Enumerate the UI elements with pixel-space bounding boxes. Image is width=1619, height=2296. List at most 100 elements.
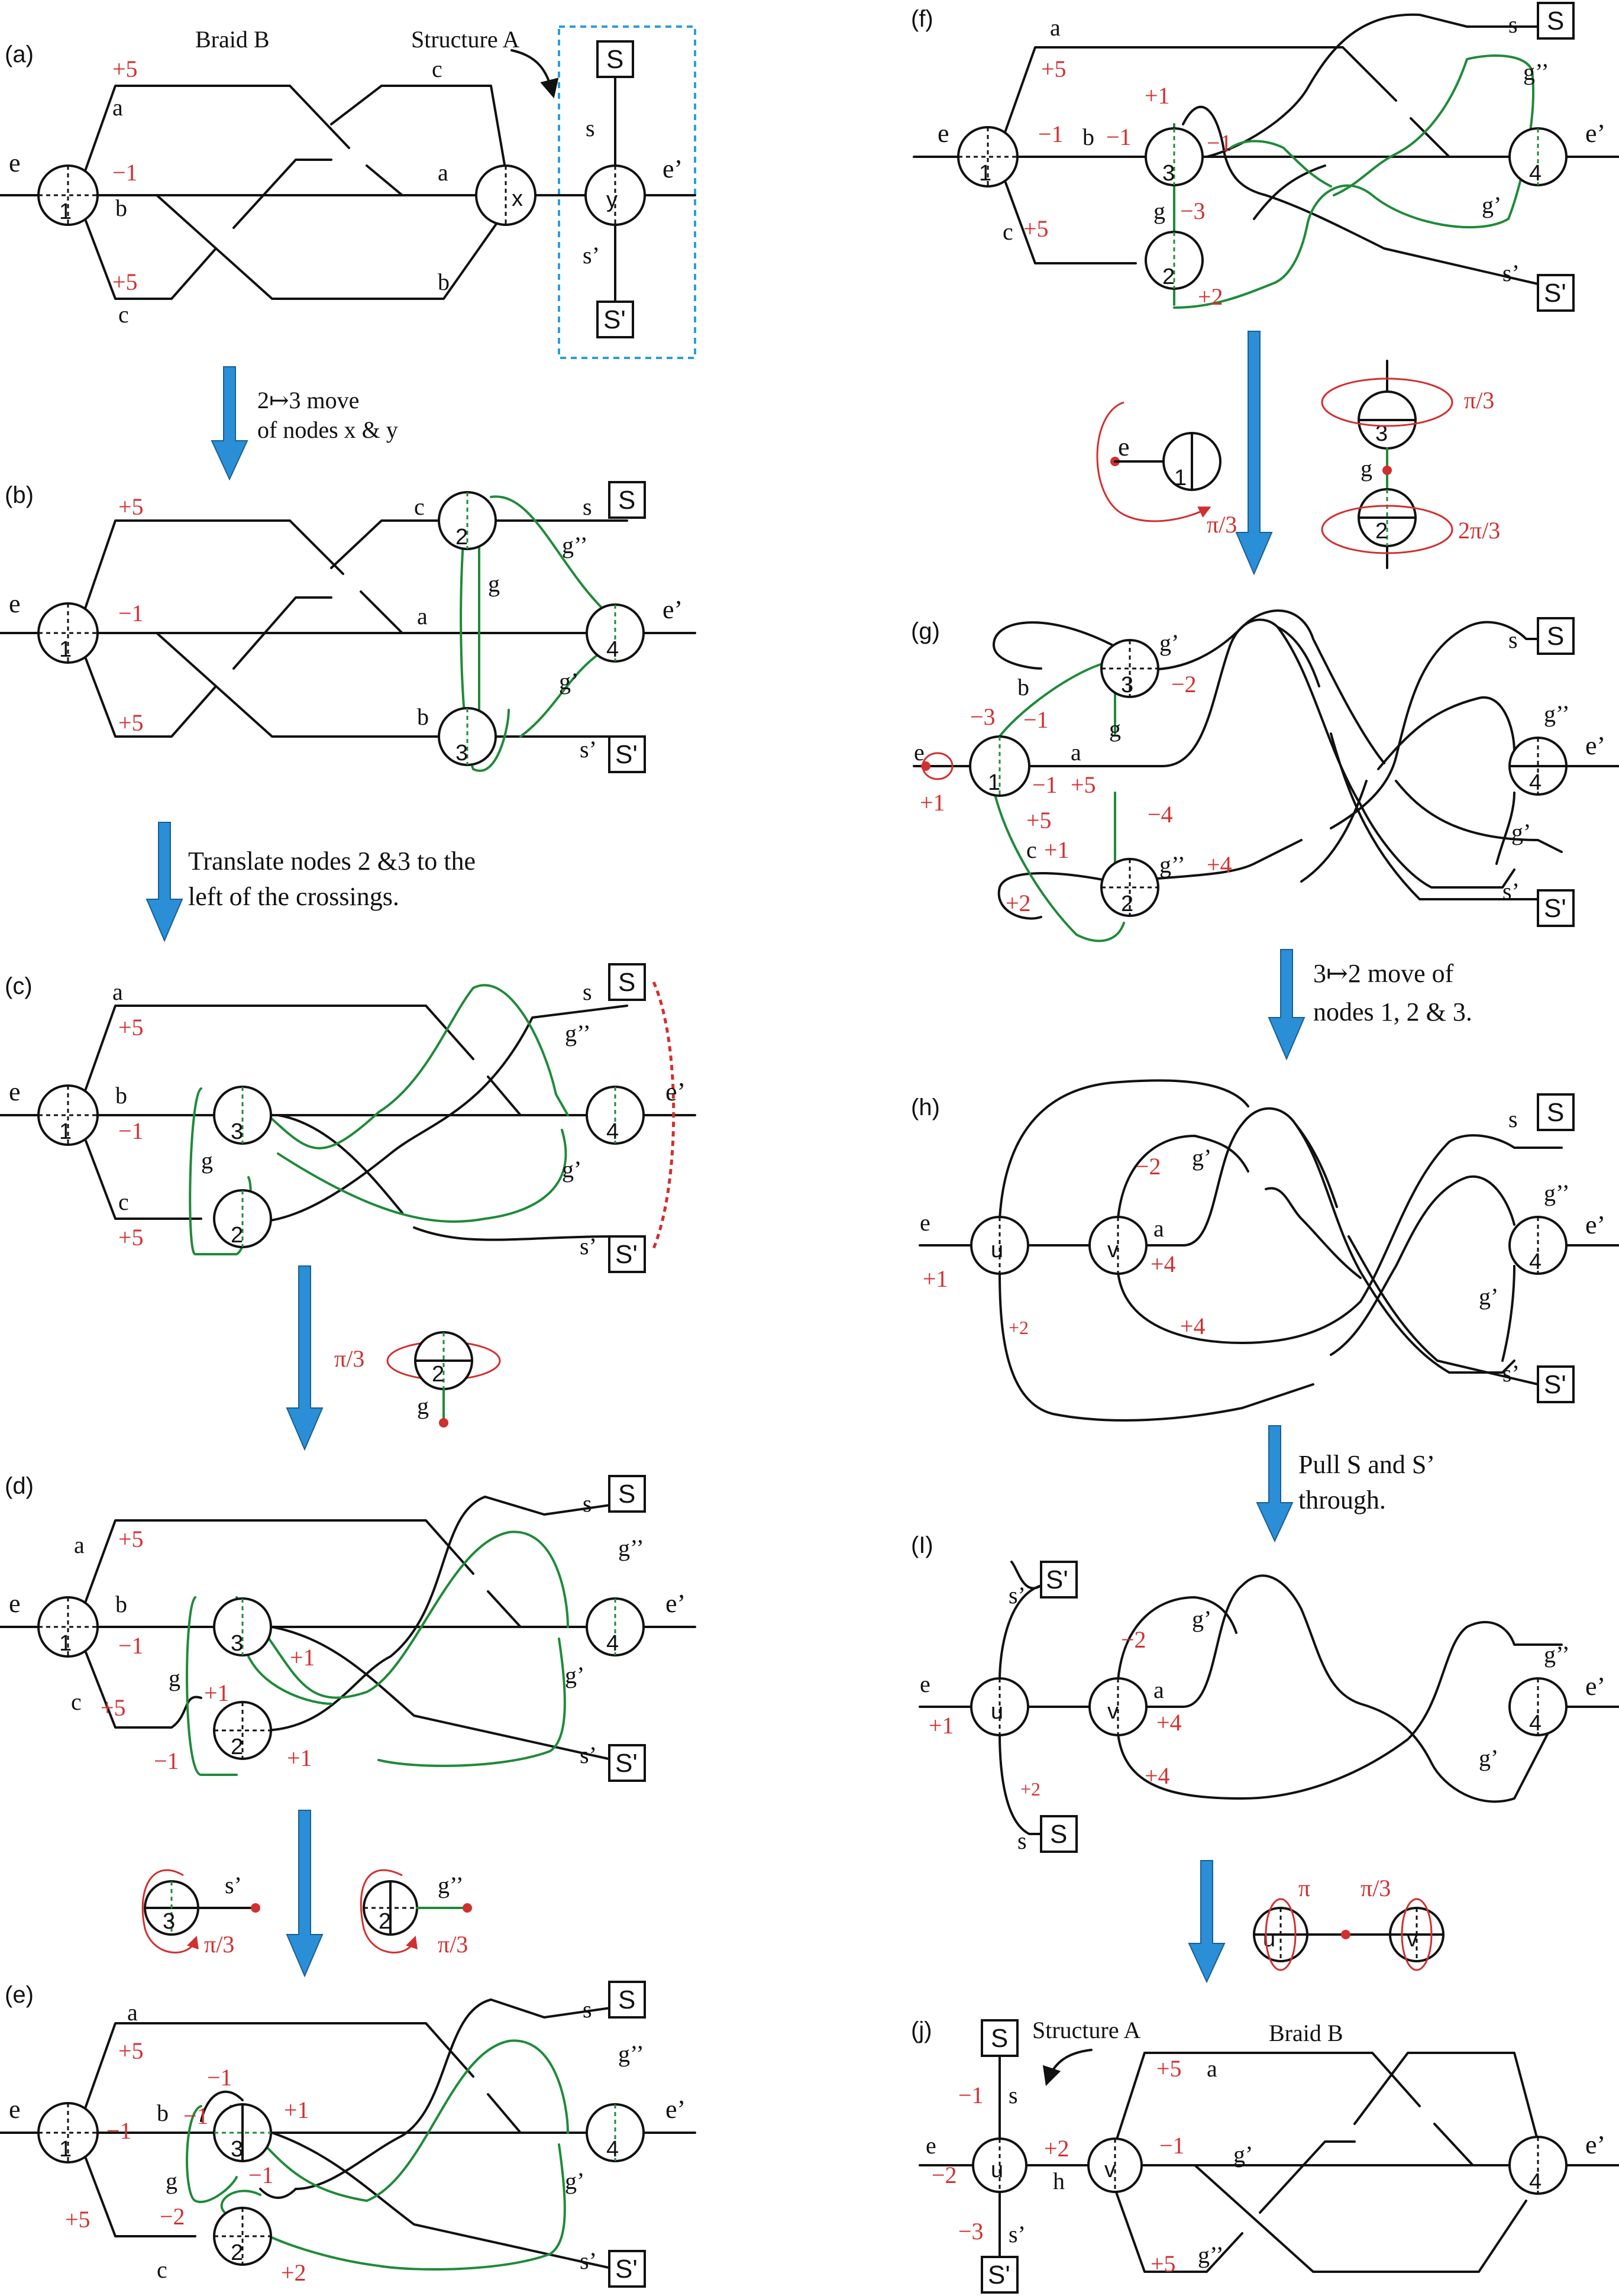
n4: 4 xyxy=(606,1631,619,1656)
arrow-i-to-j: u v π π/3 xyxy=(1188,1860,1445,1984)
strand-a: a xyxy=(1207,2055,1217,2082)
S-box: S xyxy=(618,486,635,515)
braid-label: Braid B xyxy=(195,26,270,53)
s-prime-label: s’ xyxy=(1502,1360,1520,1387)
strand-a-right: a xyxy=(438,159,448,186)
strand-b: b xyxy=(1017,674,1029,700)
s-label: s xyxy=(583,1996,592,2023)
e-label: e xyxy=(9,148,21,177)
move-label-1: 3↦2 move of xyxy=(1313,959,1454,988)
strand-c: c xyxy=(157,2256,167,2283)
e-label: e xyxy=(9,1589,21,1618)
strand-a: a xyxy=(417,603,428,629)
panel-e: (e) 1 3 2 4 S S' e e’ s s’ a b c g g’ xyxy=(0,1981,696,2288)
weight-p2: +2 xyxy=(1198,283,1223,310)
g-dprime-label: g’’ xyxy=(618,1535,644,1561)
panel-tag: (a) xyxy=(5,41,34,67)
s-label: s xyxy=(586,115,595,141)
angle-label: π/3 xyxy=(334,1345,364,1372)
S-prime-box xyxy=(596,301,634,338)
angle-3: 2π/3 xyxy=(1458,517,1500,544)
nv: v xyxy=(1107,1699,1119,1724)
angle-1: π/3 xyxy=(1207,511,1237,538)
g-dprime-bottom: g’’ xyxy=(1159,851,1185,878)
weight-c: +5 xyxy=(118,1224,144,1251)
panel-tag: (e) xyxy=(5,1982,34,2008)
nv: v xyxy=(1104,2158,1116,2182)
g-dprime: g’’ xyxy=(1544,1641,1570,1668)
e-prime-label: e’ xyxy=(665,2095,686,2124)
nu: u xyxy=(991,1699,1003,1724)
weight-p1a: +1 xyxy=(290,1644,315,1671)
weight-b2: −1 xyxy=(1106,124,1132,150)
node-2-label: 2 xyxy=(432,1362,444,1387)
n2: 2 xyxy=(231,1223,243,1248)
S-box: S xyxy=(618,968,635,997)
weight-m2: −2 xyxy=(1136,1153,1161,1180)
n3: 3 xyxy=(231,1119,243,1144)
n2: 2 xyxy=(231,1735,243,1759)
g-dprime-label: g’’ xyxy=(1198,2242,1224,2268)
angle-1: π xyxy=(1298,1875,1310,1901)
panel-b: (b) 1 2 3 4 S S' e e’ s s’ c a b g g’ xyxy=(0,481,696,773)
s-label: s xyxy=(583,1490,592,1517)
e-prime-label: e’ xyxy=(665,1589,686,1618)
weight-p2: +2 xyxy=(1020,1778,1040,1800)
s-prime-label: s’ xyxy=(580,1233,597,1260)
weight-p4: +4 xyxy=(1156,1709,1182,1736)
weight-a: +5 xyxy=(1041,56,1067,82)
move-label-2: left of the crossings. xyxy=(188,882,399,911)
weight-m1a: −1 xyxy=(207,2064,232,2091)
n1: 1 xyxy=(59,2137,72,2162)
angle-2: π/3 xyxy=(1361,1875,1391,1901)
weight-p2: +2 xyxy=(281,2259,306,2286)
panel-tag: (j) xyxy=(911,2017,932,2043)
panel-g: (g) 1 3 2 4 S S' e e’ s s xyxy=(911,609,1619,942)
e-label: e xyxy=(938,119,949,148)
g-prime-label: g’ xyxy=(559,668,579,695)
move-label-1: Translate nodes 2 &3 to the xyxy=(188,847,476,876)
s-label: s xyxy=(1017,1827,1027,1854)
arrow-d-to-e: 3 s’ π/3 2 g’’ π/3 xyxy=(141,1810,472,1978)
strand-a: a xyxy=(1153,1215,1164,1242)
n3: 3 xyxy=(231,1631,243,1656)
weight-p2: +2 xyxy=(1044,2135,1069,2162)
panel-tag: (f) xyxy=(911,6,933,32)
angle-1: π/3 xyxy=(204,1931,234,1958)
s-prime-label: s’ xyxy=(580,736,597,763)
weight-b: −1 xyxy=(112,159,138,186)
s-prime-label: s’ xyxy=(1502,878,1520,905)
strand-c: c xyxy=(1003,218,1013,245)
weight-m2: −2 xyxy=(1171,671,1197,697)
g-prime-label: g’ xyxy=(1233,2141,1253,2168)
n2: 2 xyxy=(1121,892,1133,916)
braid-label: Braid B xyxy=(1269,2020,1343,2046)
panel-tag: (b) xyxy=(5,482,34,508)
weight-p1b: +1 xyxy=(204,1680,230,1706)
h-label: h xyxy=(1053,2168,1065,2194)
weight-m1b: −1 xyxy=(1023,706,1049,733)
panel-tag: (d) xyxy=(5,1473,34,1499)
weight-p4b: +4 xyxy=(1180,1313,1206,1339)
weight-b: −1 xyxy=(118,1632,144,1659)
move-label-2: through. xyxy=(1298,1486,1386,1514)
weight-m2: −2 xyxy=(160,2203,185,2230)
weight-p5: +5 xyxy=(1156,2055,1182,2082)
S-box: S xyxy=(618,1985,635,2014)
node-2-label: 2 xyxy=(379,1909,391,1934)
S-box xyxy=(596,40,634,78)
g-dprime-label: g’’ xyxy=(438,1872,464,1898)
e-prime-label: e’ xyxy=(1585,119,1605,148)
n3: 3 xyxy=(231,2137,243,2162)
arrow-h-to-i: Pull S and S’ through. xyxy=(1256,1425,1435,1543)
panel-d: (d) 1 3 2 4 S S' e e’ s s’ a b c g g’ g’… xyxy=(0,1473,696,1782)
strand-c: c xyxy=(118,301,129,328)
S-box: S xyxy=(1547,1098,1564,1127)
weight-a: +5 xyxy=(118,493,144,520)
s-prime-label: s’ xyxy=(1009,2221,1026,2247)
e-prime-label: e’ xyxy=(665,1077,686,1106)
n1: 1 xyxy=(988,770,1000,795)
n2: 2 xyxy=(231,2240,243,2265)
weight-m1: −1 xyxy=(1032,771,1058,798)
weight-p1: +1 xyxy=(1145,82,1170,109)
